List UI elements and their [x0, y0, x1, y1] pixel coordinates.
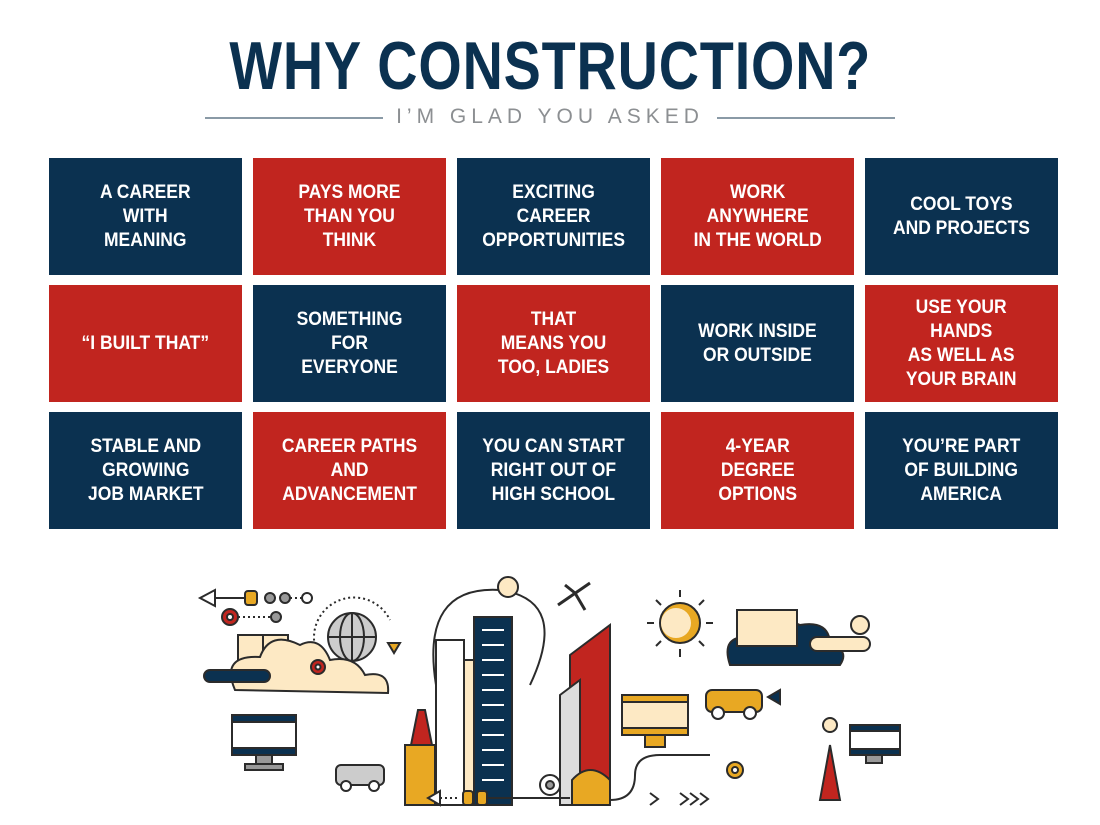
reason-tile: YOU’RE PART OF BUILDING AMERICA	[865, 412, 1058, 529]
reason-tile-text: PAYS MORE THAN YOU THINK	[298, 181, 401, 251]
reason-tile-text: SOMETHING FOR EVERYONE	[296, 308, 403, 378]
van-icon-gray	[335, 764, 385, 792]
reason-tile: 4-YEAR DEGREE OPTIONS	[661, 412, 854, 529]
connector-bottom	[426, 754, 744, 807]
reason-tile-text: 4-YEAR DEGREE OPTIONS	[718, 435, 797, 505]
reason-tile-text: COOL TOYS AND PROJECTS	[893, 193, 1030, 239]
reason-tile-text: YOU CAN START RIGHT OUT OF HIGH SCHOOL	[482, 435, 625, 505]
subtitle-text: I’M GLAD YOU ASKED	[396, 105, 704, 128]
reason-tile: “I BUILT THAT”	[49, 285, 242, 402]
construction-illustration	[197, 576, 901, 807]
sun-icon	[647, 590, 713, 657]
buildings	[404, 616, 611, 806]
reason-tile: A CAREER WITH MEANING	[49, 158, 242, 275]
reason-tile-text: “I BUILT THAT”	[81, 332, 210, 354]
subtitle: I’M GLAD YOU ASKED	[0, 104, 1100, 130]
globe-icon	[313, 596, 402, 662]
reasons-grid: A CAREER WITH MEANING PAYS MORE THAN YOU …	[49, 158, 1058, 529]
reason-tile: EXCITING CAREER OPPORTUNITIES	[457, 158, 650, 275]
reason-tile-text: WORK INSIDE OR OUTSIDE	[698, 320, 817, 366]
reason-tile-text: WORK ANYWHERE IN THE WORLD	[693, 181, 822, 251]
airplane-icon	[557, 581, 591, 611]
reason-tile: SOMETHING FOR EVERYONE	[253, 285, 446, 402]
reason-tile: STABLE AND GROWING JOB MARKET	[49, 412, 242, 529]
title-text: WHY CONSTRUCTION?	[229, 28, 871, 104]
tower-icon-right	[818, 717, 842, 801]
monitor-icon-center	[621, 694, 689, 748]
cloud-dark-icon	[726, 609, 871, 666]
reason-tile-text: CAREER PATHS AND ADVANCEMENT	[281, 435, 418, 505]
reason-tile: WORK INSIDE OR OUTSIDE	[661, 285, 854, 402]
divider-right	[717, 117, 895, 119]
monitor-icon-left	[231, 714, 297, 771]
reason-tile-text: THAT MEANS YOU TOO, LADIES	[497, 308, 610, 378]
reason-tile: YOU CAN START RIGHT OUT OF HIGH SCHOOL	[457, 412, 650, 529]
van-icon-yellow	[705, 688, 781, 720]
reason-tile: PAYS MORE THAN YOU THINK	[253, 158, 446, 275]
reason-tile: WORK ANYWHERE IN THE WORLD	[661, 158, 854, 275]
monitor-icon-right	[849, 724, 901, 764]
reason-tile: THAT MEANS YOU TOO, LADIES	[457, 285, 650, 402]
page-title: WHY CONSTRUCTION?	[0, 30, 1100, 102]
reason-tile-text: STABLE AND GROWING JOB MARKET	[87, 435, 204, 505]
cloud-icon	[203, 638, 390, 695]
connector-top-left	[197, 588, 313, 626]
reason-tile: USE YOUR HANDS AS WELL AS YOUR BRAIN	[865, 285, 1058, 402]
reason-tile-text: USE YOUR HANDS AS WELL AS YOUR BRAIN	[906, 296, 1017, 390]
reason-tile-text: YOU’RE PART OF BUILDING AMERICA	[902, 435, 1021, 505]
reason-tile-text: EXCITING CAREER OPPORTUNITIES	[482, 181, 625, 251]
reason-tile-text: A CAREER WITH MEANING	[100, 181, 191, 251]
reason-tile: CAREER PATHS AND ADVANCEMENT	[253, 412, 446, 529]
divider-left	[205, 117, 383, 119]
reason-tile: COOL TOYS AND PROJECTS	[865, 158, 1058, 275]
satellite-icon	[432, 576, 546, 686]
